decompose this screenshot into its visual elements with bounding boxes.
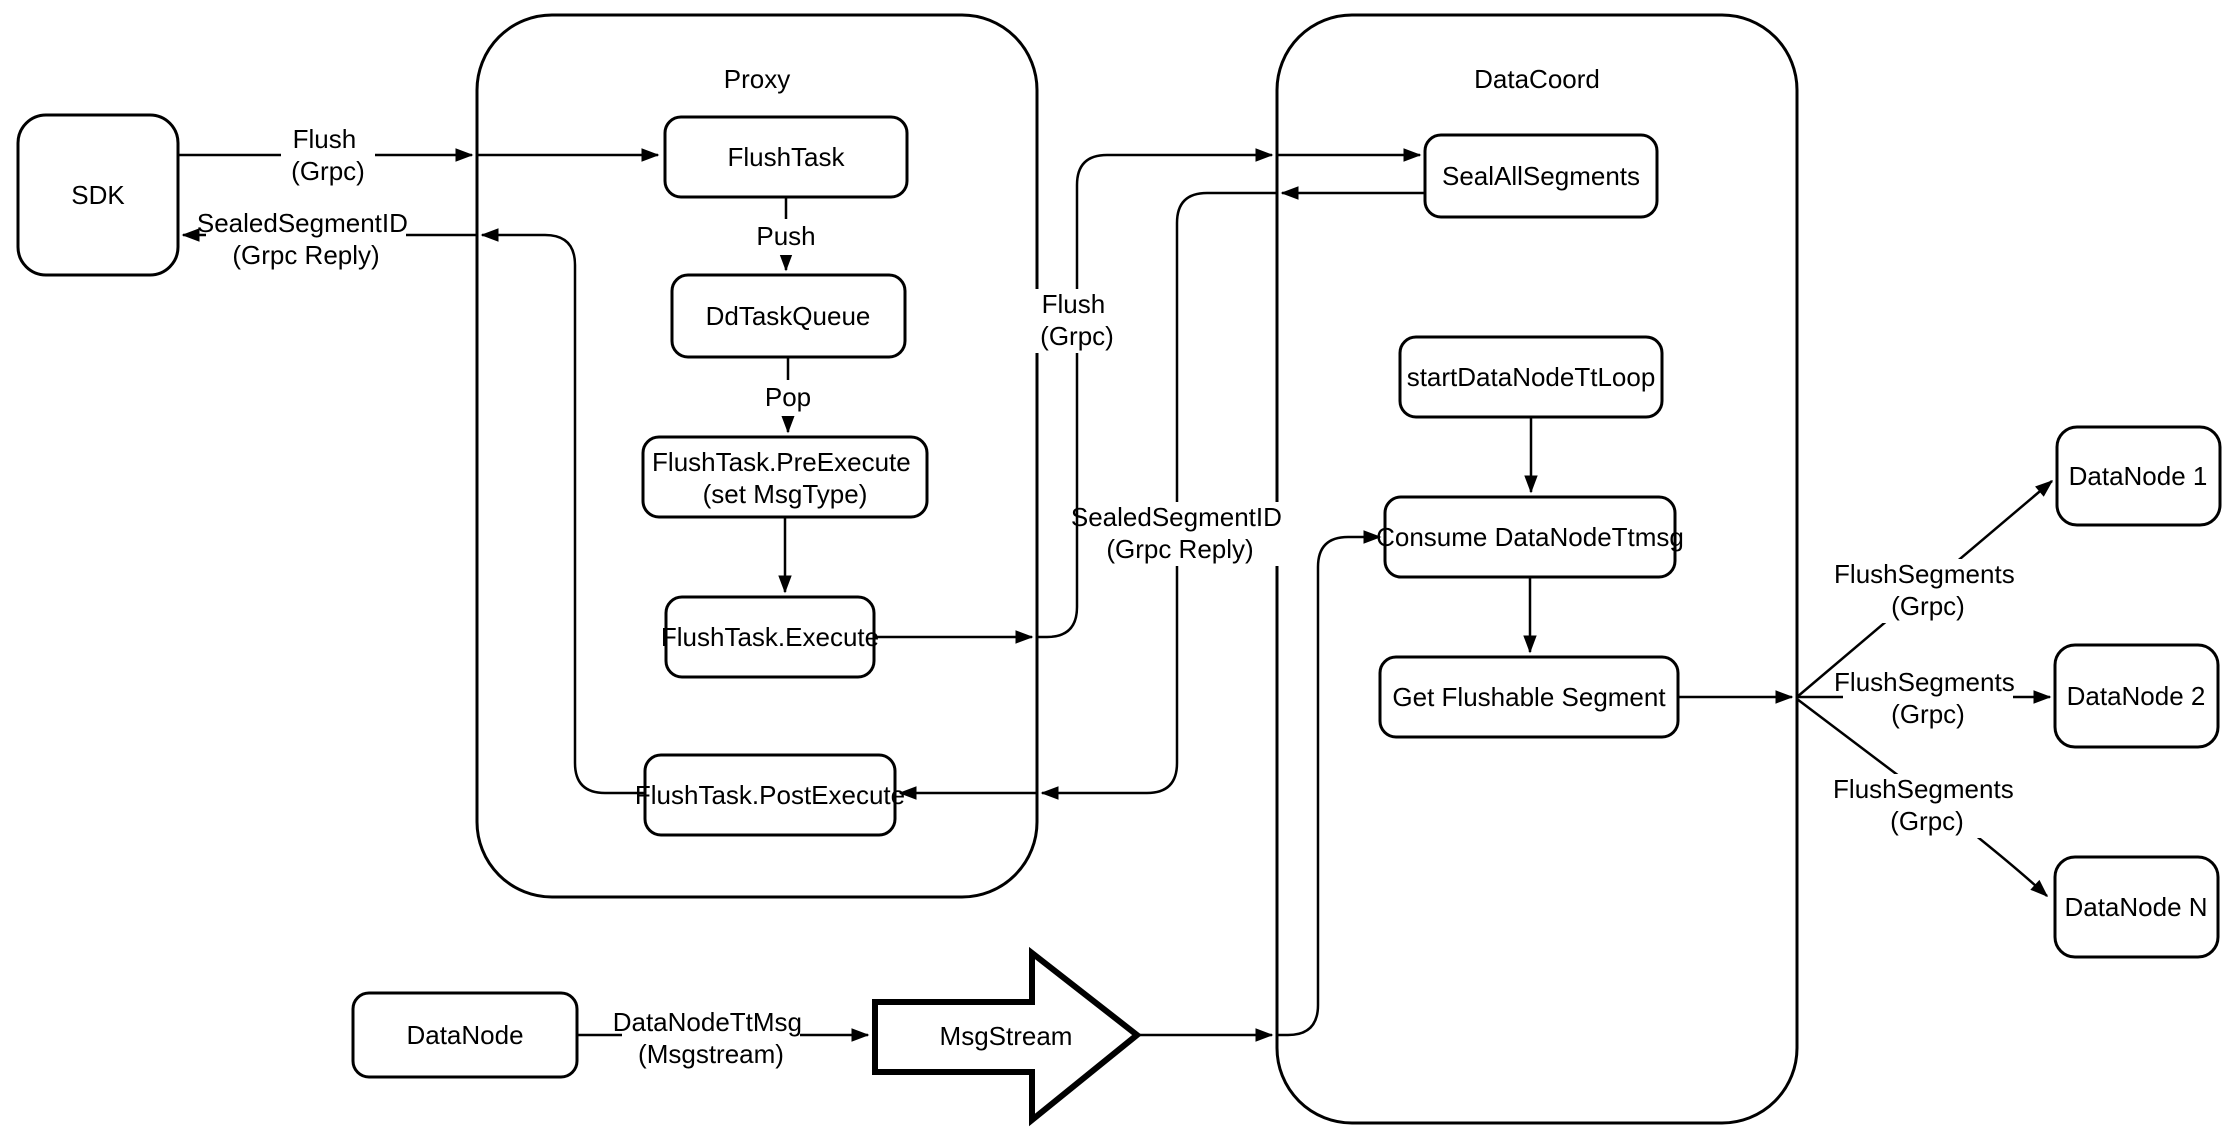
edge-label-flushsegments-2: FlushSegments (Grpc) xyxy=(1834,667,2022,729)
label-bg xyxy=(281,124,375,188)
consumedatanodettmsg-label: Consume DataNodeTtmsg xyxy=(1376,522,1684,552)
startdatanodettloop-label: startDataNodeTtLoop xyxy=(1407,362,1656,392)
datanode2-label: DataNode 2 xyxy=(2067,681,2206,711)
edge-label-pop: Pop xyxy=(765,382,811,412)
label-bg xyxy=(206,207,406,271)
edge-datacoord-to-consume xyxy=(1277,530,1382,1037)
proxy-container xyxy=(475,13,1039,899)
execute-box xyxy=(664,595,876,679)
datanode-label: DataNode xyxy=(406,1020,523,1050)
datanoden-box xyxy=(2053,855,2220,959)
proxy-label: Proxy xyxy=(724,64,790,94)
label-bg xyxy=(753,380,821,416)
edge-label-flush-sdk: Flush (Grpc) xyxy=(291,124,365,186)
flushtask-box xyxy=(663,115,909,199)
label-bg xyxy=(1843,667,2013,731)
sealallsegments-label: SealAllSegments xyxy=(1442,161,1640,191)
edges xyxy=(178,148,2054,1042)
edge-label-flushsegments-1: FlushSegments (Grpc) xyxy=(1834,559,2022,621)
datanode1-label: DataNode 1 xyxy=(2069,461,2208,491)
edge-proxy-flush-to-datacoord xyxy=(1037,148,1274,639)
label-bg xyxy=(1843,559,2013,623)
datanode-box xyxy=(351,991,579,1079)
msgstream-label: MsgStream xyxy=(940,1021,1073,1051)
consumedatanodettmsg-box xyxy=(1383,495,1677,579)
edge-label-sealedsegmentid-mid: SealedSegmentID (Grpc Reply) xyxy=(1071,502,1289,564)
edge-label-sealedsegmentid-sdk: SealedSegmentID (Grpc Reply) xyxy=(197,208,415,270)
edge-labels: Flush (Grpc) SealedSegmentID (Grpc Reply… xyxy=(197,124,2022,1071)
label-bg xyxy=(1080,502,1280,566)
datanode1-box xyxy=(2055,425,2222,527)
postexecute-box xyxy=(643,753,897,837)
nodes xyxy=(16,113,2222,1127)
edge-label-flush-mid: Flush (Grpc) xyxy=(1040,289,1114,351)
flushtask-label: FlushTask xyxy=(727,142,845,172)
datacoord-label: DataCoord xyxy=(1474,64,1600,94)
execute-label: FlushTask.Execute xyxy=(661,622,879,652)
edge-label-push: Push xyxy=(756,221,815,251)
getflushablesegment-box xyxy=(1378,655,1680,739)
ddtaskqueue-box xyxy=(670,273,907,359)
datanode2-box xyxy=(2053,643,2220,749)
sealallsegments-box xyxy=(1423,133,1659,219)
sdk-box xyxy=(16,113,180,277)
sdk-label: SDK xyxy=(71,180,125,210)
startdatanodettloop-box xyxy=(1398,335,1664,419)
label-bg xyxy=(622,1007,800,1071)
edge-postexecute-to-proxy-border xyxy=(480,228,645,795)
datanoden-label: DataNode N xyxy=(2064,892,2207,922)
preexecute-label: FlushTask.PreExecute (set MsgType) xyxy=(652,447,918,509)
ddtaskqueue-label: DdTaskQueue xyxy=(706,301,871,331)
label-bg xyxy=(746,219,824,255)
edge-datacoord-reply-to-proxy xyxy=(1040,191,1277,800)
datacoord-container xyxy=(1275,13,1799,1125)
edge-label-datanodettmsg: DataNodeTtMsg (Msgstream) xyxy=(613,1007,810,1069)
label-bg xyxy=(1842,774,2012,838)
postexecute-label: FlushTask.PostExecute xyxy=(635,780,905,810)
getflushablesegment-label: Get Flushable Segment xyxy=(1392,682,1666,712)
msgstream-block-arrow xyxy=(872,946,1142,1127)
edge-label-flushsegments-3: FlushSegments (Grpc) xyxy=(1833,774,2021,836)
label-bg xyxy=(1030,289,1124,353)
preexecute-box xyxy=(641,435,929,519)
